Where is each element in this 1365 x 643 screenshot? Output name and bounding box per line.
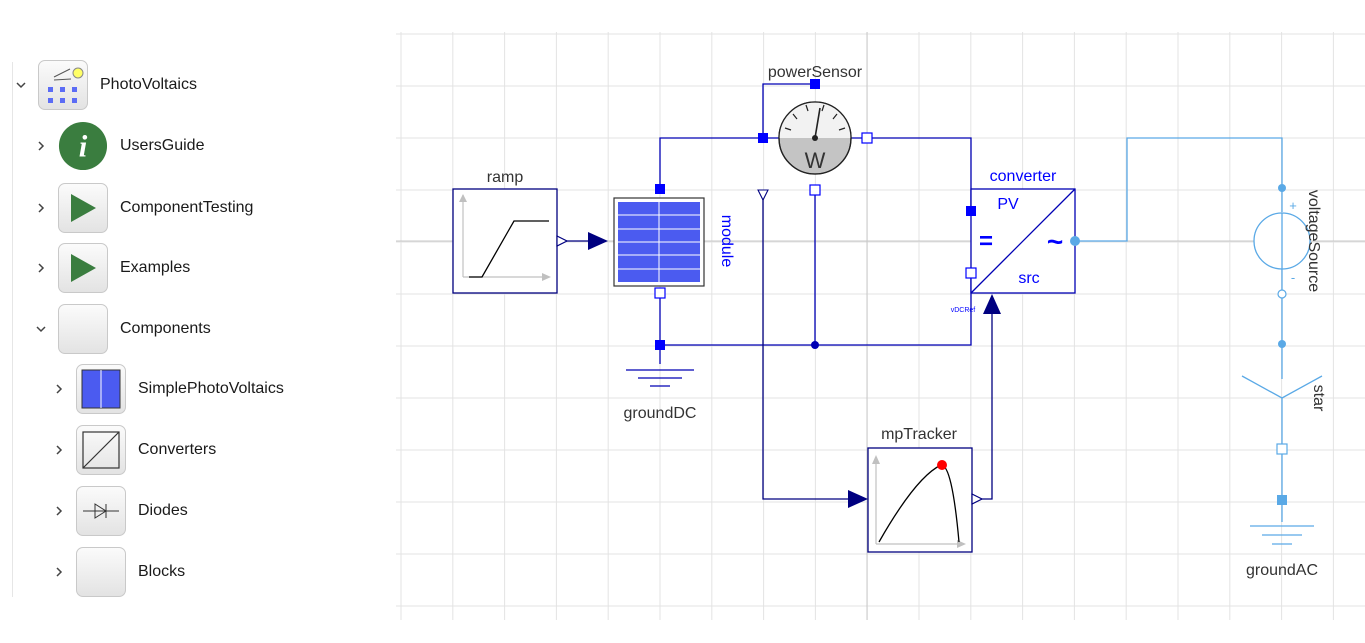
converter-dc-positive-pin[interactable] <box>966 206 976 216</box>
converter-ref-label: vDCRef <box>951 307 976 314</box>
tree-item-photovoltaics[interactable]: PhotoVoltaics <box>14 57 197 113</box>
module-block[interactable]: module <box>613 184 735 299</box>
tree-item-blocks[interactable]: Blocks <box>52 544 185 600</box>
voltage-source-label: voltageSource <box>1305 190 1322 292</box>
diagram-canvas[interactable]: ramp module <box>396 32 1365 620</box>
tree-item-components[interactable]: Components <box>34 301 211 357</box>
chevron-right-icon[interactable] <box>52 504 66 518</box>
diagram-svg[interactable]: ramp module <box>396 32 1365 620</box>
chevron-right-icon[interactable] <box>52 443 66 457</box>
chevron-right-icon[interactable] <box>34 201 48 215</box>
svg-text:i: i <box>79 130 88 164</box>
signal-input-arrow <box>588 232 608 250</box>
dc-junction <box>811 341 819 349</box>
solar-cell-icon <box>76 364 126 414</box>
tree-item-label: Blocks <box>138 563 186 580</box>
tree-item-label: Examples <box>120 259 191 276</box>
power-sensor-pv-pin[interactable] <box>861 132 873 144</box>
power-sensor-label: powerSensor <box>768 64 863 81</box>
tree-item-label: PhotoVoltaics <box>100 76 197 93</box>
voltage-source-block[interactable]: + - voltageSource <box>1253 184 1322 299</box>
mp-tracker-output-port[interactable] <box>971 493 984 505</box>
power-sensor-nv-pin[interactable] <box>809 184 821 196</box>
tree-item-componenttesting[interactable]: ComponentTesting <box>34 180 253 236</box>
power-sensor-nc-pin[interactable] <box>758 133 768 143</box>
ac-wires <box>1075 137 1283 522</box>
tree-item-label: SimplePhotoVoltaics <box>138 380 284 397</box>
signal-input-arrow <box>848 490 868 508</box>
ground-dc-label: groundDC <box>624 405 697 422</box>
package-browser: PhotoVoltaics i UsersGuide ComponentTest… <box>0 0 390 643</box>
power-sensor-symbol: W <box>805 148 826 173</box>
voltage-source-plus: + <box>1289 198 1297 213</box>
star-pin-n[interactable] <box>1276 443 1288 455</box>
ground-dc-pin[interactable] <box>655 340 665 350</box>
star-label: star <box>1310 385 1327 412</box>
ground-ac-label: groundAC <box>1246 562 1318 579</box>
ramp-output-port[interactable] <box>556 235 569 247</box>
voltage-source-negative-pin[interactable] <box>1277 289 1287 299</box>
photovoltaics-package-icon <box>38 60 88 110</box>
module-positive-pin[interactable] <box>655 184 665 194</box>
chevron-right-icon[interactable] <box>34 261 48 275</box>
tree-item-simplephotovoltaics[interactable]: SimplePhotoVoltaics <box>52 361 284 417</box>
ground-dc-block[interactable]: groundDC <box>624 340 697 422</box>
converter-label: converter <box>990 168 1057 185</box>
converter-block[interactable]: converter PV src = ~ vDCRef <box>951 168 1080 314</box>
play-icon <box>58 243 108 293</box>
converter-dc-symbol: = <box>979 228 993 255</box>
tree-item-label: Converters <box>138 441 217 458</box>
info-icon: i <box>58 121 108 171</box>
tree-item-label: Diodes <box>138 502 188 519</box>
chevron-down-icon[interactable] <box>34 322 48 336</box>
tree-item-converters[interactable]: Converters <box>52 422 216 478</box>
blank-package-icon <box>58 304 108 354</box>
converter-ac-pin[interactable] <box>1070 236 1080 246</box>
play-icon <box>58 183 108 233</box>
converter-src-text: src <box>1018 270 1039 287</box>
converter-icon <box>76 425 126 475</box>
tree-item-label: UsersGuide <box>120 137 205 154</box>
signal-input-arrow <box>983 294 1001 314</box>
chevron-right-icon[interactable] <box>34 139 48 153</box>
mp-tracker-label: mpTracker <box>881 426 958 443</box>
chevron-right-icon[interactable] <box>52 565 66 579</box>
tree-item-label: Components <box>120 320 211 337</box>
ramp-block[interactable]: ramp <box>452 169 569 294</box>
tree-guide-line <box>12 62 13 597</box>
converter-dc-negative-pin[interactable] <box>965 267 977 279</box>
ramp-label: ramp <box>487 169 524 186</box>
converter-pv-text: PV <box>997 196 1019 213</box>
power-sensor-pc-pin[interactable] <box>810 79 820 89</box>
tree-item-usersguide[interactable]: i UsersGuide <box>34 118 204 174</box>
chevron-right-icon[interactable] <box>52 382 66 396</box>
power-sensor-output-port[interactable] <box>757 189 769 202</box>
voltage-source-minus: - <box>1291 270 1295 285</box>
tree-item-label: ComponentTesting <box>120 199 254 216</box>
chevron-down-icon[interactable] <box>14 78 28 92</box>
module-negative-pin[interactable] <box>654 287 666 299</box>
tree-item-examples[interactable]: Examples <box>34 240 190 296</box>
star-block[interactable]: star <box>1241 340 1327 455</box>
power-sensor-block[interactable]: powerSensor W <box>757 64 873 202</box>
tree-item-diodes[interactable]: Diodes <box>52 483 188 539</box>
converter-ac-symbol: ~ <box>1047 226 1063 257</box>
ground-ac-block[interactable]: groundAC <box>1246 495 1318 579</box>
blank-package-icon <box>76 547 126 597</box>
mp-tracker-block[interactable]: mpTracker <box>867 426 984 553</box>
ground-ac-pin[interactable] <box>1277 495 1287 505</box>
diode-icon <box>76 486 126 536</box>
module-label: module <box>718 215 735 268</box>
star-pin[interactable] <box>1278 340 1286 348</box>
mpp-dot <box>937 460 947 470</box>
